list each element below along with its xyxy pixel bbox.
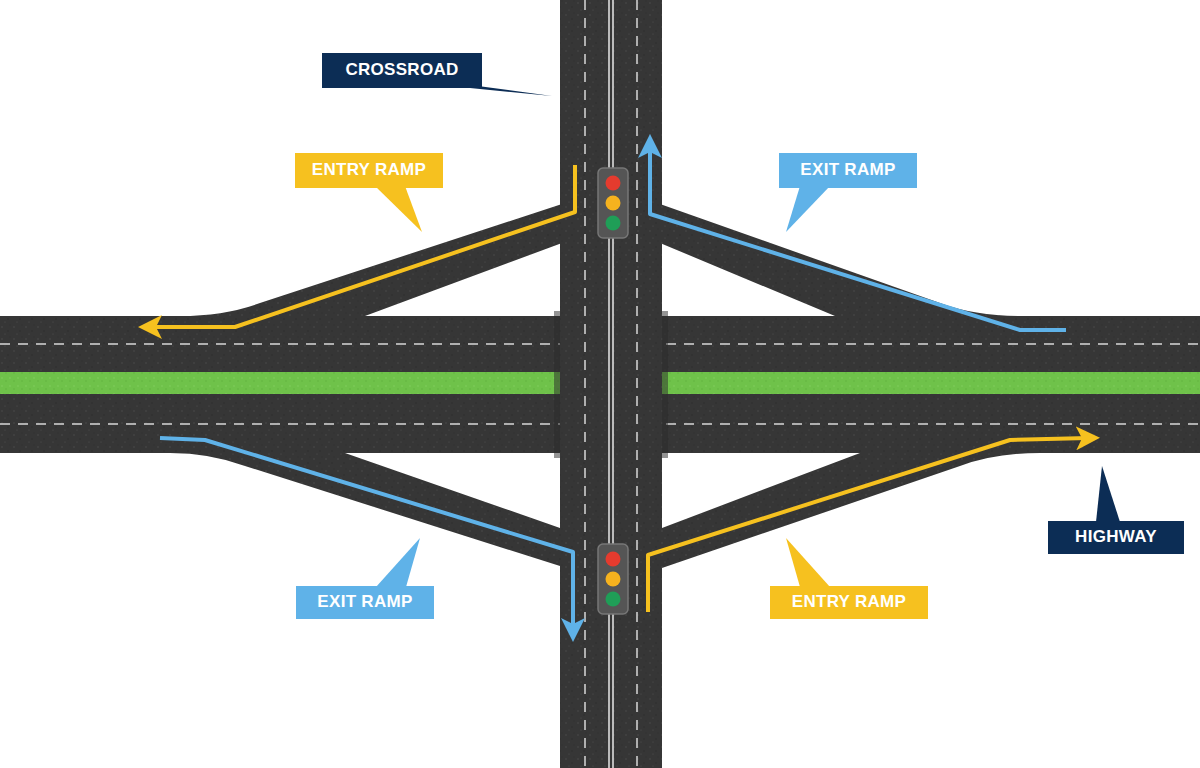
crossroad-road	[554, 0, 668, 768]
callout-pointer	[376, 538, 420, 587]
callout-label: EXIT RAMP	[779, 153, 917, 188]
route-arrows	[160, 438, 573, 630]
traffic-light	[606, 572, 621, 587]
callout-label: HIGHWAY	[1048, 521, 1184, 554]
callout-pointer	[786, 538, 830, 587]
traffic-light	[598, 168, 628, 238]
route-arrows	[150, 146, 1088, 630]
ramp-roads	[170, 453, 560, 566]
traffic-light	[598, 168, 628, 238]
callout-text: EXIT RAMP	[317, 592, 412, 612]
callout-pointer	[1096, 466, 1120, 522]
callout-label: ENTRY RAMP	[295, 153, 443, 188]
route-arrows	[150, 165, 575, 327]
traffic-light	[606, 552, 621, 567]
callout-label: CROSSROAD	[322, 53, 482, 88]
traffic-light	[598, 544, 628, 614]
route-arrows	[650, 146, 1066, 330]
crossroad-road	[608, 0, 610, 768]
callout-pointer	[786, 186, 830, 232]
crossroad-road	[612, 0, 614, 768]
traffic-light	[606, 592, 621, 607]
callout-text: EXIT RAMP	[800, 160, 895, 180]
ramp-roads	[660, 204, 1020, 316]
crossroad-road	[584, 0, 586, 768]
callout-pointer	[375, 186, 422, 232]
callout-pointer	[450, 86, 552, 96]
ramp-roads	[662, 453, 1040, 568]
callout-text: CROSSROAD	[345, 60, 458, 80]
crossroad-road	[560, 0, 662, 768]
callout-label: EXIT RAMP	[296, 586, 434, 619]
callout-label: ENTRY RAMP	[770, 586, 928, 619]
callout-text: ENTRY RAMP	[312, 160, 426, 180]
traffic-light	[598, 544, 628, 614]
callout-pointer	[375, 86, 1120, 587]
callout-text: HIGHWAY	[1075, 527, 1157, 547]
callout-text: ENTRY RAMP	[792, 592, 906, 612]
traffic-light	[606, 176, 621, 191]
traffic-light	[606, 216, 621, 231]
ramp-roads	[180, 204, 562, 316]
crossroad-road	[636, 0, 638, 768]
traffic-light	[606, 196, 621, 211]
